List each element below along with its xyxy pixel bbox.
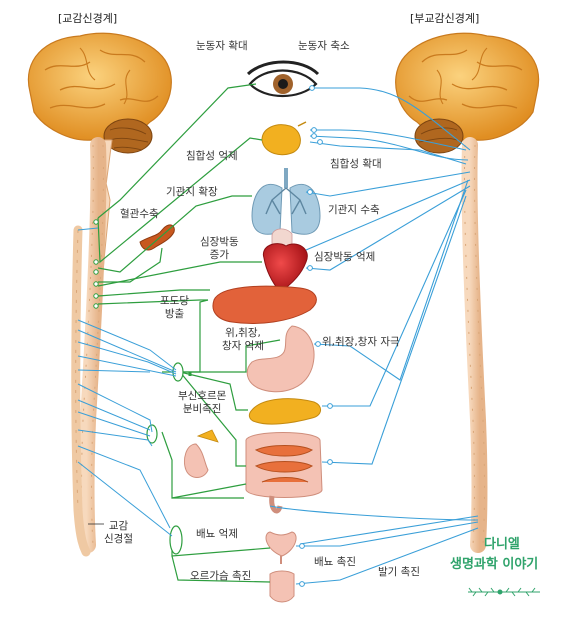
left-brain xyxy=(27,32,172,154)
label-saliva-increase: 침합성 확대 xyxy=(330,158,382,170)
watermark-line2: 생명과학 이야기 xyxy=(450,557,539,572)
lungs xyxy=(251,168,321,235)
eye xyxy=(246,60,320,97)
stomach xyxy=(246,325,315,393)
label-bronchi-constrict: 기관지 수축 xyxy=(328,204,380,216)
heart xyxy=(262,228,308,293)
label-urination-promote: 배뇨 촉진 xyxy=(314,556,356,568)
parasympathetic-nerves xyxy=(269,87,479,585)
preganglionic-fibers xyxy=(77,227,177,537)
parasympathetic-endpoints xyxy=(299,85,333,587)
right-spinal-cord xyxy=(461,137,488,553)
label-heart-increase: 심장박동 증가 xyxy=(200,236,239,261)
label-heart-inhibit: 심장박동 억제 xyxy=(314,251,376,263)
intestines xyxy=(245,432,323,514)
label-vasoconstriction: 혈관수축 xyxy=(120,208,159,220)
label-glucose-release: 포도당 방출 xyxy=(160,295,189,320)
label-orgasm-promote: 오르가슴 촉진 xyxy=(190,570,252,582)
label-adrenal: 부신호르몬 분비촉진 xyxy=(178,390,227,415)
genitals xyxy=(269,570,295,603)
label-digestion-stimulate: 위,취장,창자 자극 xyxy=(322,336,400,348)
right-brain xyxy=(395,32,540,154)
sympathetic-ganglion-chain xyxy=(71,225,91,557)
salivary-gland xyxy=(261,121,307,156)
label-erection-promote: 발기 촉진 xyxy=(378,566,420,578)
kidney-adrenal xyxy=(183,429,219,478)
bladder xyxy=(265,531,297,564)
liver xyxy=(212,285,317,324)
sympathetic-ganglia-nodes xyxy=(146,362,184,555)
label-pupil-dilate: 눈동자 확대 xyxy=(196,40,248,52)
sympathetic-spine-rungs xyxy=(93,219,99,309)
blood-vessel xyxy=(139,224,175,251)
label-saliva-inhibit: 침합성 억제 xyxy=(186,150,238,162)
watermark-line1: 다니엘 xyxy=(484,537,520,552)
label-pupil-constrict: 눈동자 축소 xyxy=(298,40,350,52)
label-bronchi-dilate: 기관지 확장 xyxy=(166,186,218,198)
parasympathetic-header: [부교감신경계] xyxy=(410,12,480,25)
watermark-leaves xyxy=(468,587,540,597)
pancreas xyxy=(248,398,321,425)
label-sympathetic-ganglia: 교감 신경절 xyxy=(104,520,133,545)
label-urination-inhibit: 배뇨 억제 xyxy=(196,528,238,540)
sympathetic-header: [교감신경계] xyxy=(58,12,118,25)
label-digestion-inhibit: 위,취장, 창자 억제 xyxy=(222,327,264,352)
